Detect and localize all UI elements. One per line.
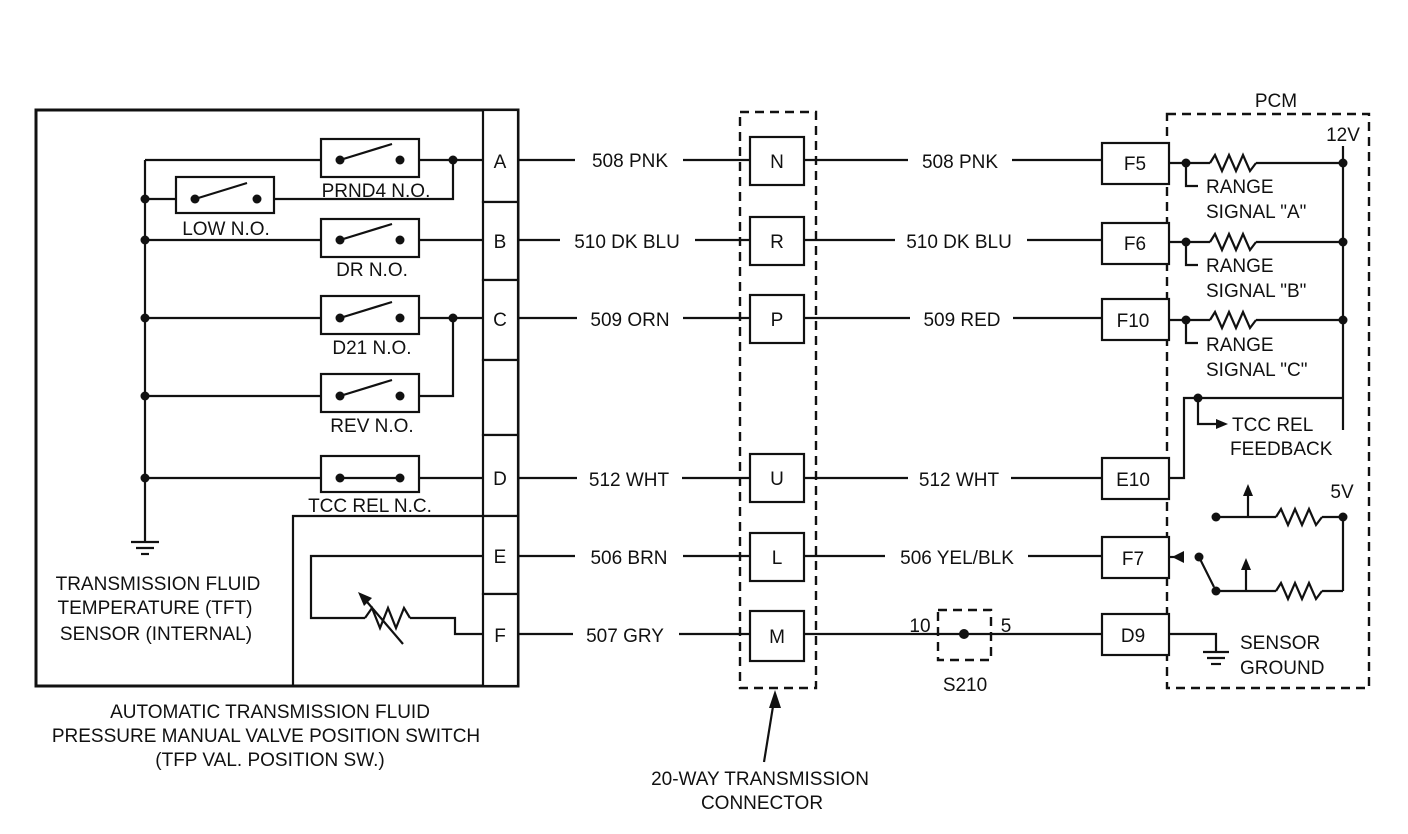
switch-pin-b: B (494, 232, 507, 253)
tft-sensor: TRANSMISSION FLUID TEMPERATURE (TFT) SEN… (56, 514, 483, 686)
pcm-range-c: RANGE SIGNAL "C" (1169, 309, 1348, 381)
pcm-range-b-line-2: SIGNAL "B" (1206, 281, 1306, 302)
tft-label-line-3: SENSOR (INTERNAL) (60, 624, 252, 645)
wire-left-f: 507 GRY (586, 626, 664, 647)
wire-left-e: 506 BRN (590, 548, 667, 569)
pcm-range-a-line-1: RANGE (1206, 177, 1274, 198)
switch-rev: REV N.O. (145, 372, 421, 437)
pcm-sensor-ground: SENSOR GROUND (1169, 632, 1324, 679)
pcm-outline (1165, 112, 1371, 690)
wire-left-d: 512 WHT (589, 470, 670, 491)
switch-pin-c: C (493, 310, 507, 331)
pcm-range-c-line-1: RANGE (1206, 335, 1274, 356)
connector-pin-u: U (770, 469, 784, 490)
switch-tcc-rel-label: TCC REL N.C. (308, 496, 432, 517)
pcm-12v-label: 12V (1326, 125, 1360, 146)
connector-pin-l: L (772, 548, 783, 569)
pcm-sensor-ground-line-2: GROUND (1240, 658, 1324, 679)
connector-label-line-1: 20-WAY TRANSMISSION (651, 769, 869, 790)
switch-low-label: LOW N.O. (182, 219, 270, 240)
splice-s210: 10 5 S210 (909, 608, 1012, 696)
pcm-pin-e10: E10 (1116, 470, 1150, 491)
transmission-connector: N R P U L M 20-WAY TRANSMISSION CONNECTO… (651, 110, 869, 814)
connector-label-line-2: CONNECTOR (701, 793, 823, 814)
pcm-pin-f10: F10 (1117, 311, 1150, 332)
splice-left-pin: 10 (909, 616, 930, 637)
connector-outline (738, 110, 818, 690)
connector-pin-p: P (771, 310, 784, 331)
assembly-title-line-2: PRESSURE MANUAL VALVE POSITION SWITCH (52, 726, 480, 747)
pcm-pin-d9: D9 (1121, 626, 1145, 647)
switch-low: LOW N.O. (145, 175, 276, 240)
switch-prnd4: PRND4 N.O. (145, 137, 483, 202)
pcm-range-b-line-1: RANGE (1206, 256, 1274, 277)
wire-left-c: 509 ORN (590, 310, 669, 331)
switch-dr: DR N.O. (145, 217, 483, 281)
connector-pin-m: M (769, 627, 785, 648)
assembly-title-line-3: (TFP VAL. POSITION SW.) (155, 750, 384, 771)
tft-label-line-2: TEMPERATURE (TFT) (58, 598, 253, 619)
pcm-title: PCM (1255, 91, 1297, 112)
pcm-sensor-ground-line-1: SENSOR (1240, 633, 1320, 654)
pcm-5v-label: 5V (1330, 482, 1354, 503)
pcm-pin-f7: F7 (1122, 549, 1144, 570)
wire-right-n: 508 PNK (922, 152, 998, 173)
switch-tcc-rel: TCC REL N.C. (145, 454, 483, 517)
assembly-title-line-1: AUTOMATIC TRANSMISSION FLUID (110, 702, 430, 723)
pcm-range-a-line-2: SIGNAL "A" (1206, 202, 1306, 223)
switch-pin-e: E (494, 547, 507, 568)
pcm-range-c-line-2: SIGNAL "C" (1206, 360, 1307, 381)
switch-prnd4-label: PRND4 N.O. (322, 181, 431, 202)
switch-pin-a: A (494, 152, 507, 173)
pcm-pin-f6: F6 (1124, 234, 1146, 255)
wire-left-b: 510 DK BLU (574, 232, 680, 253)
switch-pin-f: F (494, 626, 506, 647)
wire-right-p: 509 RED (923, 310, 1000, 331)
pcm-tcc-feedback: TCC REL FEEDBACK (1169, 393, 1343, 480)
pcm-tcc-feedback-line-2: FEEDBACK (1230, 439, 1333, 460)
wire-right-u: 512 WHT (919, 470, 1000, 491)
pcm-5v-circuit: 5V (1169, 482, 1354, 602)
left-wires: 508 PNK 510 DK BLU 509 ORN 512 WHT 506 B… (518, 151, 750, 647)
switch-dr-label: DR N.O. (336, 260, 408, 281)
switch-pin-column: A B C D E F (481, 108, 520, 688)
pcm-range-a: RANGE SIGNAL "A" (1169, 152, 1348, 223)
pcm-tcc-feedback-line-1: TCC REL (1232, 415, 1313, 436)
pcm: PCM F5 F6 F10 E10 F7 D9 12V RANGE SIGNAL… (1100, 91, 1371, 690)
switch-assembly: A B C D E F PRND4 N.O. (34, 108, 520, 771)
connector-pin-r: R (770, 232, 784, 253)
right-wires: 508 PNK 510 DK BLU 509 RED 512 WHT 506 Y… (804, 152, 1102, 696)
splice-right-pin: 5 (1001, 616, 1012, 637)
switch-rev-label: REV N.O. (330, 416, 413, 437)
splice-name: S210 (943, 675, 987, 696)
wire-right-r: 510 DK BLU (906, 232, 1012, 253)
wire-right-l: 506 YEL/BLK (900, 548, 1014, 569)
switch-pin-d: D (493, 469, 507, 490)
ground-symbol (131, 540, 159, 556)
switch-d21: D21 N.O. (145, 294, 483, 398)
pcm-pin-f5: F5 (1124, 154, 1146, 175)
switch-d21-label: D21 N.O. (332, 338, 411, 359)
pcm-range-b: RANGE SIGNAL "B" (1169, 231, 1348, 302)
connector-pin-n: N (770, 152, 784, 173)
wire-left-a: 508 PNK (592, 151, 668, 172)
tft-label-line-1: TRANSMISSION FLUID (56, 574, 261, 595)
